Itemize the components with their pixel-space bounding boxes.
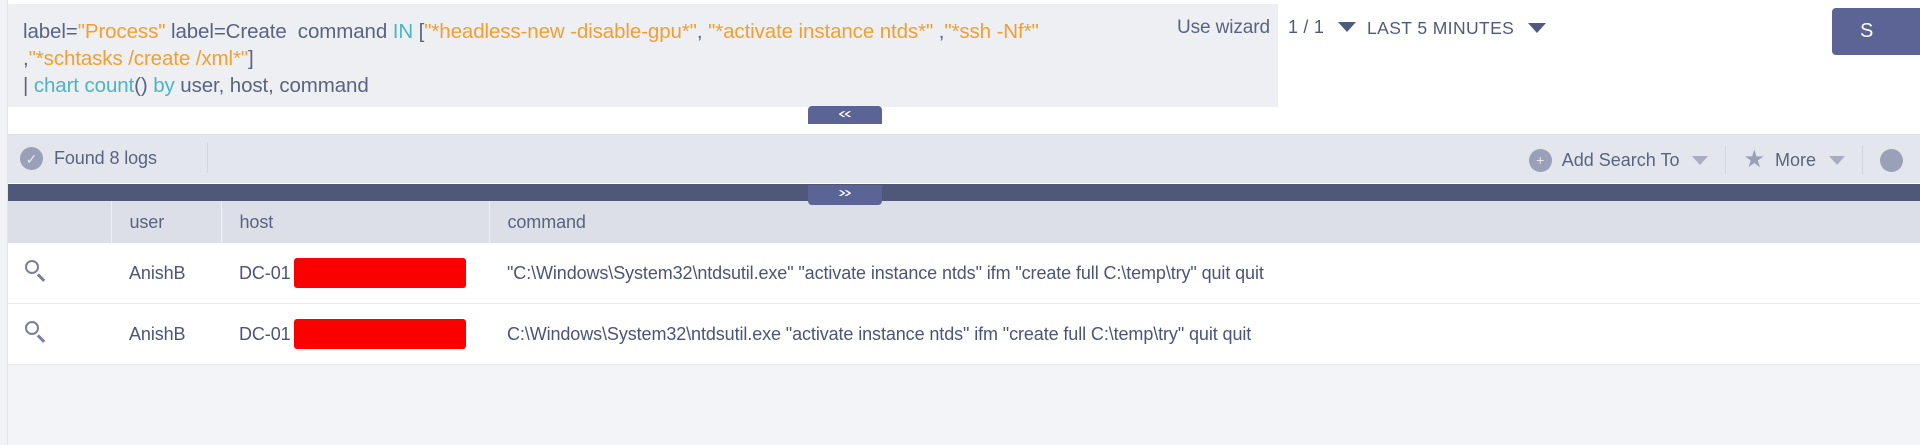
cell-user: AnishB xyxy=(111,303,221,365)
query-token-plain: ] | xyxy=(23,47,254,97)
star-icon: ★ xyxy=(1743,146,1765,173)
left-rail xyxy=(0,0,8,445)
expand-results-handle[interactable]: » xyxy=(808,185,882,205)
row-inspect-cell[interactable] xyxy=(7,303,111,365)
status-divider xyxy=(207,143,208,173)
page-selector-label: 1 / 1 xyxy=(1288,17,1325,37)
chevron-down-icon xyxy=(1338,22,1357,33)
cell-host: DC-01 xyxy=(221,243,489,304)
column-header-host[interactable]: host xyxy=(221,201,490,243)
query-token-key: IN xyxy=(392,20,414,43)
page-selector[interactable]: 1 / 1 xyxy=(1288,17,1357,38)
results-status-bar: ✓ Found 8 logs + Add Search To ★ More xyxy=(7,134,1920,183)
plus-circle-icon: + xyxy=(1528,148,1552,172)
more-button[interactable]: ★ More xyxy=(1726,146,1862,173)
search-query-input[interactable]: label="Process" label=Create command IN … xyxy=(7,4,1278,107)
more-label: More xyxy=(1774,149,1816,170)
status-divider xyxy=(1862,146,1863,174)
results-navy-rule xyxy=(7,184,1920,201)
query-token-string: "*activate instance ntds*" xyxy=(708,20,934,43)
query-token-plain: , xyxy=(23,47,29,70)
row-inspect-cell[interactable] xyxy=(7,243,111,304)
query-token-plain: user, host, command xyxy=(174,74,369,97)
query-token-plain: , xyxy=(696,20,709,43)
chevron-down-icon: » xyxy=(837,184,853,201)
magnifier-icon[interactable] xyxy=(25,321,46,342)
query-token-plain: label= xyxy=(23,20,78,43)
check-circle-icon: ✓ xyxy=(20,147,43,170)
results-table: user host command AnishB DC-01 "C:\Windows… xyxy=(7,201,1920,365)
chevron-down-icon xyxy=(1528,23,1547,34)
chevron-down-icon xyxy=(1692,155,1709,165)
found-logs-label: Found 8 logs xyxy=(54,148,157,168)
query-token-string: "*ssh -Nf*" xyxy=(944,20,1039,43)
query-token-plain: , xyxy=(933,20,945,43)
column-header-actions[interactable] xyxy=(7,201,112,243)
cell-host-value: DC-01 xyxy=(239,262,291,283)
query-token-key: chart count xyxy=(33,74,135,97)
query-token-string: "*headless-new -disable-gpu*" xyxy=(424,20,697,43)
circle-icon xyxy=(1880,148,1903,172)
query-token-plain: () xyxy=(134,74,154,97)
query-token-plain: [ xyxy=(413,20,425,43)
time-range-label: LAST 5 MINUTES xyxy=(1367,18,1515,38)
column-header-user[interactable]: user xyxy=(111,201,222,243)
column-header-command[interactable]: command xyxy=(489,201,1920,243)
table-row[interactable]: AnishB DC-01 "C:\Windows\System32\ntdsutil… xyxy=(7,243,1920,304)
table-header-row: user host command xyxy=(7,201,1920,243)
collapse-query-handle[interactable]: « xyxy=(808,106,882,124)
table-row[interactable]: AnishB DC-01 C:\Windows\System32\ntdsutil.… xyxy=(7,303,1920,365)
redaction-block xyxy=(293,319,466,349)
cell-user: AnishB xyxy=(111,243,221,304)
magnifier-icon[interactable] xyxy=(25,260,46,281)
query-token-string: "Process" xyxy=(77,20,166,43)
add-search-to-label: Add Search To xyxy=(1561,149,1680,170)
cell-command: C:\Windows\System32\ntdsutil.exe "activa… xyxy=(489,303,1920,365)
use-wizard-link[interactable]: Use wizard xyxy=(1177,17,1270,38)
chevron-up-icon: « xyxy=(837,105,853,122)
cell-host: DC-01 xyxy=(221,303,489,365)
overflow-action[interactable] xyxy=(1863,148,1920,172)
cell-host-value: DC-01 xyxy=(239,323,291,344)
redaction-block xyxy=(293,258,466,288)
time-range-selector[interactable]: LAST 5 MINUTES xyxy=(1367,18,1547,39)
query-region: label="Process" label=Create command IN … xyxy=(0,0,1920,125)
query-token-string: "*schtasks /create /xml*" xyxy=(28,47,249,70)
query-token-key: by xyxy=(153,74,175,97)
query-token-plain: label=Create command xyxy=(165,20,393,43)
status-divider xyxy=(1725,146,1727,174)
chevron-down-icon xyxy=(1829,155,1845,165)
cell-command: "C:\Windows\System32\ntdsutil.exe" "acti… xyxy=(489,243,1920,304)
results-table-container[interactable]: user host command AnishB DC-01 "C:\Windows… xyxy=(7,201,1920,445)
found-logs-status: ✓ Found 8 logs xyxy=(20,147,157,170)
add-search-to-button[interactable]: + Add Search To xyxy=(1512,148,1726,172)
search-button[interactable]: S xyxy=(1832,8,1920,55)
status-actions: + Add Search To ★ More xyxy=(1512,146,1920,174)
